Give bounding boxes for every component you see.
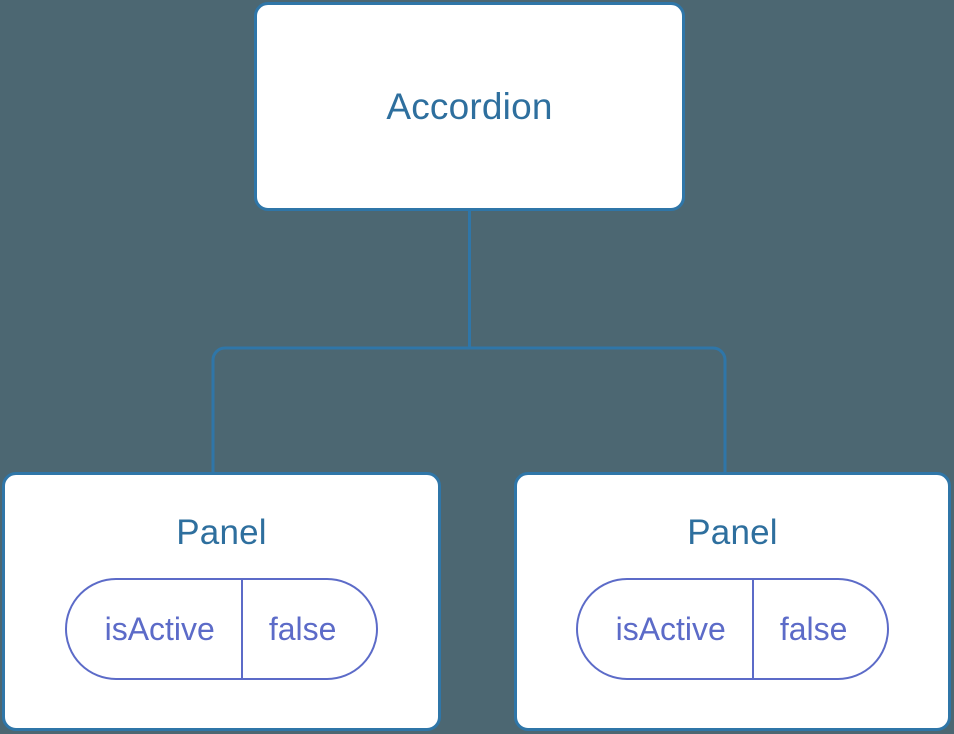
node-panel-0-label: Panel (176, 513, 267, 552)
state-badge-panel-1[interactable]: isActive false (575, 578, 890, 680)
state-key-panel-1: isActive (578, 580, 754, 678)
state-value-panel-0: false (268, 611, 337, 647)
state-value-panel-1: false (779, 611, 848, 647)
node-panel-1[interactable]: Panel isActive false (514, 472, 951, 731)
edge-branch-right (469, 346, 727, 474)
node-panel-0[interactable]: Panel isActive false (2, 472, 441, 731)
edge-branch-left (211, 346, 470, 474)
node-panel-1-label: Panel (687, 513, 778, 552)
node-accordion-label: Accordion (386, 86, 553, 127)
node-accordion[interactable]: Accordion (254, 2, 685, 211)
state-badge-panel-0[interactable]: isActive false (64, 578, 379, 680)
state-key-panel-0: isActive (67, 580, 243, 678)
